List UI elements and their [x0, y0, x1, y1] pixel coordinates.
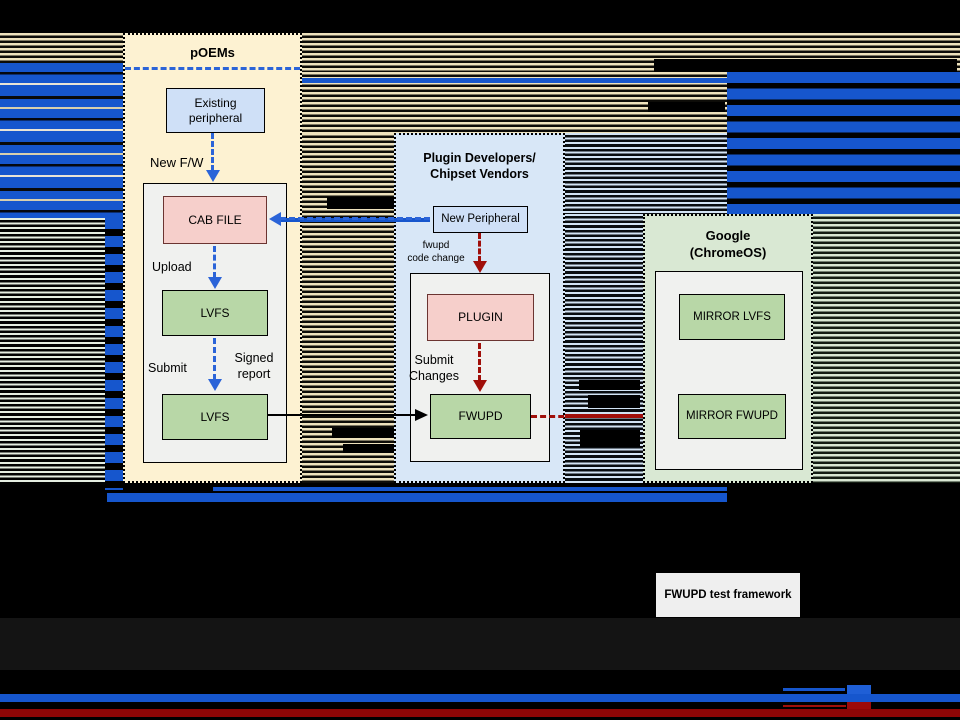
glitch-black-bar [588, 395, 640, 408]
fwupd-box: FWUPD [430, 394, 531, 439]
glitch-black-bar [579, 380, 640, 390]
glitch-black-bar [648, 102, 725, 112]
upload-label: Upload [152, 260, 192, 274]
bottom-red-line-small [783, 705, 846, 707]
mirror-fwupd-box: MIRROR FWUPD [678, 394, 786, 439]
glitch-green-stripes-left [0, 218, 107, 485]
poems-top-dashed-line [125, 67, 300, 70]
arrow-newperiph-to-cab-line [280, 217, 430, 220]
glitch-blue-band-left [0, 63, 123, 218]
glitch-blue-underlay-cab [276, 218, 430, 222]
arrow-plugin-to-fwupd-head [473, 380, 487, 392]
glitch-blue-dash-column [105, 218, 123, 490]
existing-peripheral-box: Existing peripheral [166, 88, 265, 133]
cab-file-box: CAB FILE [163, 196, 267, 244]
arrow-newperiph-to-cab-head [269, 212, 281, 226]
lvfs-lower-box: LVFS [162, 394, 268, 440]
bottom-red-band [0, 709, 960, 717]
glitch-black-bar [654, 59, 957, 72]
arrow-cab-to-lvfs-line [213, 246, 216, 278]
signed-report-label: Signed report [234, 351, 274, 381]
glitch-blue-band-mid [107, 493, 727, 502]
bottom-blue-line-small [783, 688, 845, 691]
arrow-newperiph-to-plugin-line [478, 233, 481, 262]
arrow-lvfs-to-lvfs-line [213, 338, 216, 380]
poems-panel-title: pOEMs [190, 45, 235, 60]
glitch-black-bar [327, 197, 395, 209]
arrow-existing-to-cab-head [206, 170, 220, 182]
glitch-green-stripes-right [813, 214, 960, 483]
fwupd-test-framework-box: FWUPD test framework [656, 573, 800, 617]
arrow-fwupd-to-mirror-line [531, 415, 664, 418]
glitch-tan-stripes-mid-column [302, 133, 397, 483]
plugin-panel-title: Plugin Developers/ Chipset Vendors [423, 151, 536, 182]
arrow-existing-to-cab-line [211, 133, 214, 171]
submit-label: Submit [148, 361, 187, 375]
fwupd-code-change-label: fwupd code change [407, 240, 465, 264]
arrow-lvfs-to-fwupd-head [415, 409, 428, 421]
bottom-red-square [847, 702, 871, 713]
glitch-bigblue-stripes-right [727, 72, 960, 214]
plugin-box: PLUGIN [427, 294, 534, 341]
fwupd-test-framework-label: FWUPD test framework [664, 589, 792, 601]
arrow-newperiph-to-plugin-head [473, 261, 487, 273]
glitch-black-bar [580, 430, 640, 447]
lvfs-upper-box: LVFS [162, 290, 268, 336]
glitch-black-bar [332, 428, 395, 438]
bottom-darkgray-band [0, 618, 960, 670]
glitch-black-bar [343, 444, 395, 453]
glitch-blue-row [302, 78, 727, 83]
glitch-lightblue-stripes-a [565, 133, 727, 214]
new-peripheral-box: New Peripheral [433, 206, 528, 233]
bottom-blue-band [0, 694, 960, 702]
mirror-lvfs-box: MIRROR LVFS [679, 294, 785, 340]
arrow-plugin-to-fwupd-line [478, 343, 481, 381]
arrow-lvfs-to-lvfs-head [208, 379, 222, 391]
arrow-lvfs-to-fwupd-line [268, 414, 418, 416]
google-panel-title: Google (ChromeOS) [689, 228, 767, 260]
submit-changes-label: Submit Changes [408, 353, 460, 383]
glitch-blue-line-mid [213, 487, 727, 491]
new-fw-label: New F/W [150, 155, 204, 170]
arrow-cab-to-lvfs-head [208, 277, 222, 289]
